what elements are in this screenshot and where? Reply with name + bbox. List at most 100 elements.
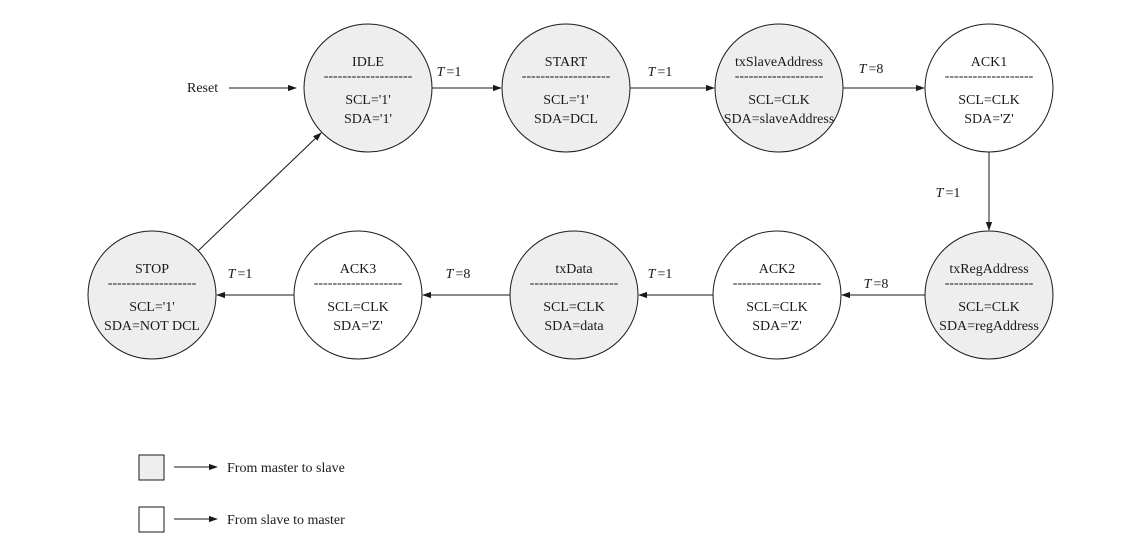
state-txregaddress: txRegAddress------------------- SCL=CLK SD… bbox=[924, 230, 1054, 360]
state-name: txData bbox=[555, 262, 593, 277]
transition-ack1-to-txregaddress: T=1 bbox=[936, 152, 993, 231]
state-output: SCL='1' bbox=[543, 93, 589, 108]
transition-ack2-to-txdata: T=1 bbox=[638, 267, 713, 299]
state-circle bbox=[924, 230, 1054, 360]
legend: From master to slave From slave to maste… bbox=[138, 454, 345, 533]
state-stop: STOP------------------- SCL='1' SDA=NOT DC… bbox=[87, 230, 217, 360]
transition-label: T=1 bbox=[437, 65, 462, 80]
transition-value: =1 bbox=[945, 186, 960, 201]
state-ack1: ACK1------------------- SCL=CLK SDA='Z' bbox=[924, 23, 1054, 153]
transition-value: =1 bbox=[657, 65, 672, 80]
state-output: SCL='1' bbox=[345, 93, 391, 108]
transition-idle-to-start: T=1 bbox=[432, 65, 502, 92]
transition-start-to-txslaveaddress: T=1 bbox=[630, 65, 715, 92]
transition-variable: T bbox=[648, 65, 657, 80]
transition-value: =1 bbox=[657, 267, 672, 282]
transition-variable: T bbox=[437, 65, 446, 80]
state-output: SCL=CLK bbox=[748, 93, 810, 108]
state-name: txSlaveAddress bbox=[735, 55, 823, 70]
state-circle bbox=[501, 23, 631, 153]
state-txdata: txData------------------- SCL=CLK SDA=data bbox=[509, 230, 639, 360]
transition-ack3-to-stop: T=1 bbox=[216, 267, 294, 299]
state-output: SDA=NOT DCL bbox=[104, 319, 200, 334]
state-output: SCL=CLK bbox=[327, 300, 389, 315]
transition-label: T=8 bbox=[864, 277, 889, 292]
state-name: ACK1 bbox=[971, 55, 1008, 70]
states: IDLE-------------------SCL='1'SDA='1'STA… bbox=[87, 23, 1054, 360]
state-divider: ------------------- bbox=[945, 276, 1034, 291]
transition-value: =1 bbox=[446, 65, 461, 80]
state-circle bbox=[714, 23, 844, 153]
state-output: SCL=CLK bbox=[958, 93, 1020, 108]
transition-arrow bbox=[197, 132, 322, 252]
transition-txdata-to-ack3: T=8 bbox=[422, 267, 510, 299]
legend-label-master: From master to slave bbox=[227, 461, 345, 476]
state-output: SDA=DCL bbox=[534, 112, 598, 127]
state-output: SCL='1' bbox=[129, 300, 175, 315]
state-divider: ------------------- bbox=[314, 276, 403, 291]
legend-item-slave: From slave to master bbox=[138, 506, 345, 533]
legend-swatch-slave bbox=[138, 506, 165, 533]
transition-value: =8 bbox=[455, 267, 470, 282]
state-divider: ------------------- bbox=[733, 276, 822, 291]
state-name: IDLE bbox=[352, 55, 384, 70]
state-divider: ------------------- bbox=[735, 69, 824, 84]
state-circle bbox=[87, 230, 217, 360]
state-output: SDA='Z' bbox=[333, 319, 383, 334]
state-output: SDA='Z' bbox=[964, 112, 1014, 127]
transition-variable: T bbox=[859, 62, 868, 77]
reset-entry: Reset bbox=[187, 81, 297, 96]
transition-variable: T bbox=[864, 277, 873, 292]
state-divider: ------------------- bbox=[945, 69, 1034, 84]
state-output: SDA='1' bbox=[344, 112, 392, 127]
state-txslaveaddress: txSlaveAddress------------------- SCL=CLK… bbox=[714, 23, 844, 153]
transition-label: T=1 bbox=[228, 267, 253, 282]
legend-label-slave: From slave to master bbox=[227, 513, 345, 528]
transition-label: T=1 bbox=[936, 186, 961, 201]
state-circle bbox=[293, 230, 423, 360]
legend-item-master: From master to slave bbox=[138, 454, 345, 481]
state-output: SDA=slaveAddress bbox=[724, 112, 835, 127]
transition-variable: T bbox=[648, 267, 657, 282]
transition-label: T=8 bbox=[446, 267, 471, 282]
state-circle bbox=[303, 23, 433, 153]
transition-value: =1 bbox=[237, 267, 252, 282]
state-name: txRegAddress bbox=[949, 262, 1028, 277]
state-output: SCL=CLK bbox=[958, 300, 1020, 315]
state-idle: IDLE------------------- SCL='1' SDA='1' bbox=[303, 23, 433, 153]
state-name: STOP bbox=[135, 262, 169, 277]
state-divider: ------------------- bbox=[324, 69, 413, 84]
state-ack2: ACK2------------------- SCL=CLK SDA='Z' bbox=[712, 230, 842, 360]
transition-label: T=8 bbox=[859, 62, 884, 77]
transition-variable: T bbox=[936, 186, 945, 201]
state-ack3: ACK3------------------- SCL=CLK SDA='Z' bbox=[293, 230, 423, 360]
transition-variable: T bbox=[446, 267, 455, 282]
transition-variable: T bbox=[228, 267, 237, 282]
state-name: START bbox=[545, 55, 588, 70]
state-circle bbox=[924, 23, 1054, 153]
state-name: ACK3 bbox=[340, 262, 377, 277]
state-circle bbox=[509, 230, 639, 360]
state-divider: ------------------- bbox=[108, 276, 197, 291]
transition-label: T=1 bbox=[648, 65, 673, 80]
transition-value: =8 bbox=[868, 62, 883, 77]
transition-stop-to-idle bbox=[197, 132, 322, 252]
state-output: SDA='Z' bbox=[752, 319, 802, 334]
state-name: ACK2 bbox=[759, 262, 796, 277]
legend-swatch-master bbox=[138, 454, 165, 481]
state-start: START------------------- SCL='1' SDA=DCL bbox=[501, 23, 631, 153]
transition-txregaddress-to-ack2: T=8 bbox=[841, 277, 925, 299]
transition-label: T=1 bbox=[648, 267, 673, 282]
state-divider: ------------------- bbox=[530, 276, 619, 291]
state-output: SDA=data bbox=[544, 319, 604, 334]
transition-value: =8 bbox=[873, 277, 888, 292]
state-output: SCL=CLK bbox=[543, 300, 605, 315]
transition-txslaveaddress-to-ack1: T=8 bbox=[843, 62, 925, 92]
reset-label: Reset bbox=[187, 81, 218, 96]
state-output: SDA=regAddress bbox=[939, 319, 1039, 334]
state-divider: ------------------- bbox=[522, 69, 611, 84]
state-output: SCL=CLK bbox=[746, 300, 808, 315]
